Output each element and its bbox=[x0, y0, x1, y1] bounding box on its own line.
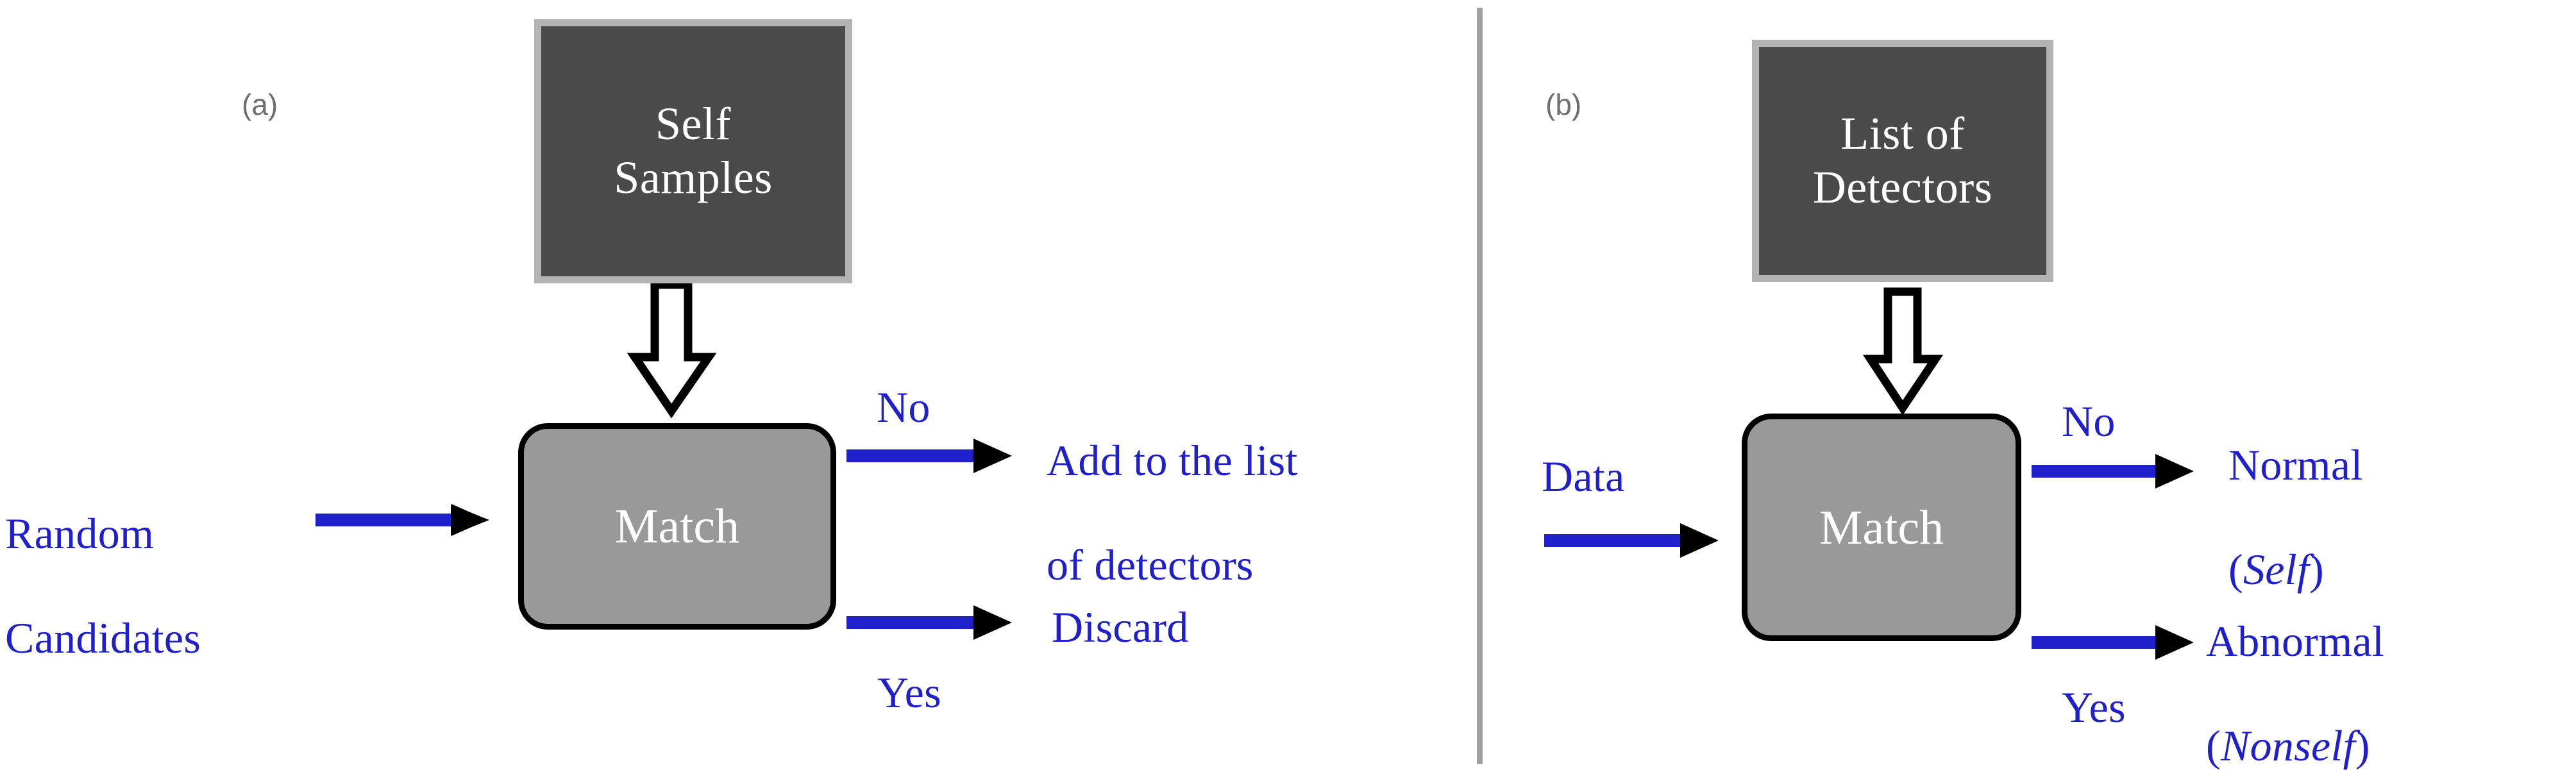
branch-yes-condition-b: Yes bbox=[2062, 683, 2126, 732]
branch-yes-outcome-b-line1: Abnormal bbox=[2206, 616, 2385, 665]
block-arrow-a bbox=[627, 280, 717, 419]
branch-yes-outcome-b-line2: (Nonself) bbox=[2206, 721, 2370, 770]
branch-no-arrow-head-b bbox=[2155, 454, 2194, 489]
source-box-list-of-detectors: List of Detectors bbox=[1752, 40, 2053, 282]
branch-no-outcome-b: Normal (Self) bbox=[2228, 387, 2562, 648]
block-arrow-b bbox=[1862, 287, 1944, 415]
branch-no-condition-a: No bbox=[877, 383, 930, 431]
input-arrow-shaft-a bbox=[316, 514, 453, 526]
branch-no-outcome-a-line2: of detectors bbox=[1047, 540, 1254, 589]
branch-yes-outcome-b-italic: Nonself bbox=[2220, 721, 2355, 770]
branch-yes-arrow-shaft-b bbox=[2032, 636, 2157, 649]
process-box-match-b: Match bbox=[1742, 414, 2021, 641]
input-label-line2: Candidates bbox=[5, 613, 201, 662]
source-box-self-samples: Self Samples bbox=[534, 19, 852, 283]
branch-no-arrow-head-a bbox=[973, 439, 1012, 473]
input-arrow-head-b bbox=[1680, 523, 1719, 558]
source-box-b-line1: List of bbox=[1840, 108, 1965, 160]
branch-yes-condition-a: Yes bbox=[877, 668, 941, 717]
panel-label-a: (a) bbox=[242, 88, 278, 121]
process-box-label-a: Match bbox=[614, 499, 740, 553]
branch-no-arrow-shaft-a bbox=[846, 449, 975, 462]
branch-no-condition-b: No bbox=[2062, 397, 2116, 446]
branch-no-outcome-b-line2: (Self) bbox=[2228, 544, 2325, 594]
branch-yes-arrow-head-a bbox=[973, 605, 1012, 640]
input-label-random-candidates: Random Candidates bbox=[5, 455, 307, 717]
panel-divider bbox=[1477, 8, 1483, 764]
branch-no-outcome-a: Add to the list of detectors bbox=[1047, 382, 1457, 644]
branch-yes-outcome-a: Discard bbox=[1052, 603, 1189, 651]
source-box-b-line2: Detectors bbox=[1812, 162, 1993, 213]
process-box-label-b: Match bbox=[1819, 500, 1944, 555]
branch-no-outcome-a-line1: Add to the list bbox=[1047, 435, 1298, 485]
input-label-data: Data bbox=[1542, 452, 1625, 501]
input-arrow-head-a-wide bbox=[451, 505, 489, 535]
input-arrow-shaft-b bbox=[1544, 534, 1682, 547]
branch-yes-outcome-b: Abnormal (Nonself) bbox=[2206, 563, 2565, 770]
process-box-match-a: Match bbox=[518, 423, 836, 630]
panel-label-b: (b) bbox=[1545, 88, 1582, 121]
branch-yes-arrow-shaft-a bbox=[846, 616, 975, 629]
source-box-line1: Self bbox=[655, 98, 731, 150]
branch-no-arrow-shaft-b bbox=[2032, 465, 2157, 478]
branch-no-outcome-b-italic: Self bbox=[2243, 544, 2310, 594]
branch-yes-arrow-head-b bbox=[2155, 625, 2194, 660]
branch-no-outcome-b-line1: Normal bbox=[2228, 440, 2363, 489]
source-box-line2: Samples bbox=[614, 152, 773, 203]
input-arrow-head-a bbox=[451, 504, 487, 536]
input-label-line1: Random bbox=[5, 508, 155, 558]
